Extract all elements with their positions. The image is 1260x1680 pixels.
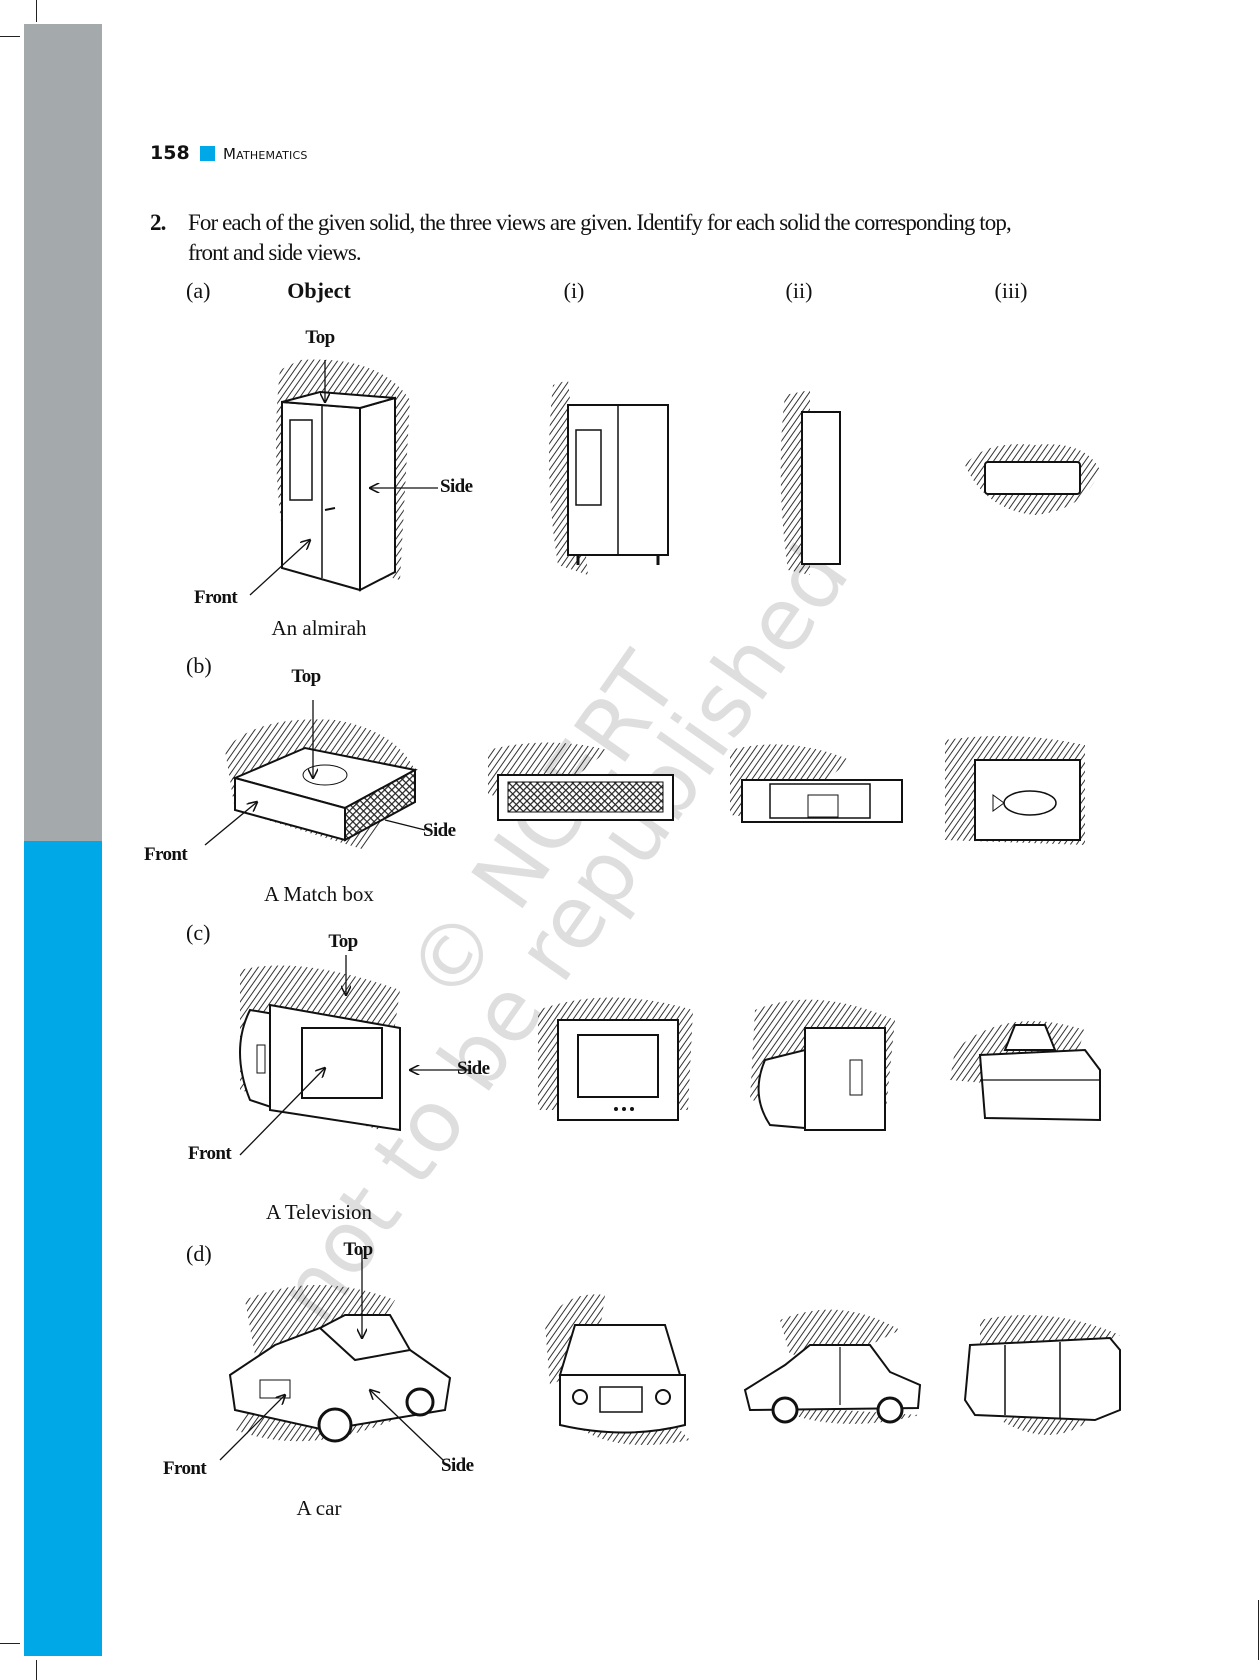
margin-band-blue [24,841,102,1656]
car-front-view [545,1294,690,1445]
almirah-object-illustration [249,359,438,596]
television-side-view [750,999,895,1131]
car-object-illustration [219,1250,452,1461]
label-side: Side [457,1058,490,1079]
crop-mark [1258,1600,1259,1660]
margin-band-gray [24,24,102,841]
crop-mark [0,36,20,37]
label-top: Top [291,666,321,687]
page-number: 158 [150,142,190,164]
caption-almirah: An almirah [271,616,367,640]
car-side-view [743,1309,922,1424]
label-top: Top [343,1239,373,1260]
crop-mark [36,0,37,22]
label-front: Front [188,1143,232,1164]
crop-mark [36,1660,37,1680]
column-header-i: (i) [563,278,585,303]
almirah-front-view [549,380,669,575]
label-side: Side [423,820,456,841]
crop-mark [0,1643,20,1644]
question-number: 2. [150,210,166,235]
television-top-view [950,1021,1101,1122]
column-header-object: Object [287,278,351,303]
subject-title: Mathematics [223,145,308,163]
label-side: Side [441,1455,474,1476]
label-top: Top [305,327,335,348]
label-top: Top [328,931,358,952]
match-box-front-view [730,744,903,823]
match-box-side-view [488,742,674,821]
caption-match-box: A Match box [264,882,374,906]
television-object-illustration [239,955,470,1156]
header-square-icon [200,146,215,161]
question-text-line1: For each of the given solid, the three v… [188,210,1012,235]
match-box-top-view [945,736,1085,845]
almirah-side-view [780,390,841,575]
item-label-b: (b) [186,653,212,678]
caption-television: A Television [265,1200,373,1224]
match-box-object-illustration [204,700,426,850]
column-header-ii: (ii) [785,278,813,303]
item-label-d: (d) [186,1241,212,1266]
item-label-c: (c) [186,920,211,945]
almirah-top-view [965,444,1100,515]
item-label-a: (a) [186,278,211,303]
label-front: Front [163,1458,207,1479]
label-front: Front [194,587,238,608]
caption-car: A car [296,1496,342,1520]
label-side: Side [440,476,473,497]
label-front: Front [144,844,188,865]
car-top-view [963,1315,1121,1435]
question-text-line2: front and side views. [188,240,362,265]
column-header-iii: (iii) [994,278,1028,303]
television-front-view [538,997,693,1121]
